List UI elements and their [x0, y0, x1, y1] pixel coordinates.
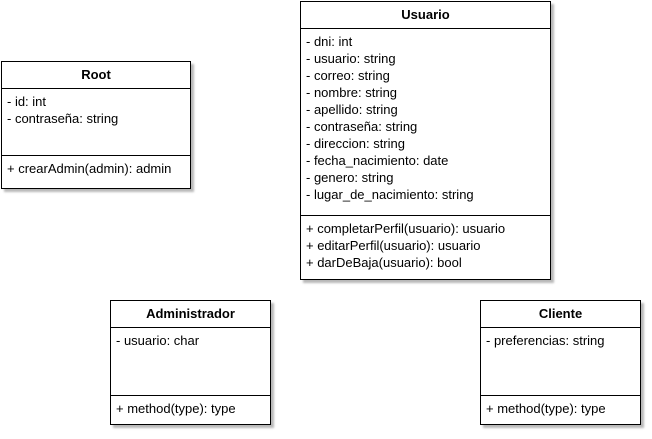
class-box-cliente[interactable]: Cliente - preferencias: string + method(…	[480, 300, 641, 425]
attribute: - preferencias: string	[486, 333, 605, 348]
attribute: - usuario: char	[116, 333, 200, 348]
methods-section-cliente: + method(type): type	[481, 396, 640, 417]
attributes-section-administrador: - usuario: char	[111, 328, 270, 396]
class-box-usuario[interactable]: Usuario - dni: int - usuario: string - c…	[300, 1, 551, 280]
class-name-administrador: Administrador	[111, 301, 270, 328]
attributes-section-cliente: - preferencias: string	[481, 328, 640, 396]
attribute: - id: int	[7, 94, 47, 109]
class-box-administrador[interactable]: Administrador - usuario: char + method(t…	[110, 300, 271, 425]
methods-section-usuario: + completarPerfil(usuario): usuario + ed…	[301, 216, 550, 271]
attribute: - genero: string	[306, 170, 394, 185]
attribute: - lugar_de_nacimiento: string	[306, 187, 474, 202]
method: + method(type): type	[116, 401, 236, 416]
class-box-root[interactable]: Root - id: int - contraseña: string + cr…	[1, 61, 191, 189]
attribute: - contraseña: string	[7, 111, 119, 126]
class-name-root: Root	[2, 62, 190, 89]
attribute: - apellido: string	[306, 102, 398, 117]
attribute: - fecha_nacimiento: date	[306, 153, 449, 168]
method: + editarPerfil(usuario): usuario	[306, 238, 481, 253]
method: + completarPerfil(usuario): usuario	[306, 221, 506, 236]
methods-section-root: + crearAdmin(admin): admin	[2, 156, 190, 177]
attribute: - direccion: string	[306, 136, 405, 151]
attribute: - correo: string	[306, 68, 390, 83]
attribute: - nombre: string	[306, 85, 398, 100]
attribute: - contraseña: string	[306, 119, 418, 134]
method: + crearAdmin(admin): admin	[7, 161, 172, 176]
class-name-usuario: Usuario	[301, 2, 550, 29]
attribute: - usuario: string	[306, 51, 396, 66]
attributes-section-root: - id: int - contraseña: string	[2, 89, 190, 156]
method: + darDeBaja(usuario): bool	[306, 255, 462, 270]
method: + method(type): type	[486, 401, 606, 416]
attributes-section-usuario: - dni: int - usuario: string - correo: s…	[301, 29, 550, 216]
class-name-cliente: Cliente	[481, 301, 640, 328]
methods-section-administrador: + method(type): type	[111, 396, 270, 417]
attribute: - dni: int	[306, 34, 353, 49]
